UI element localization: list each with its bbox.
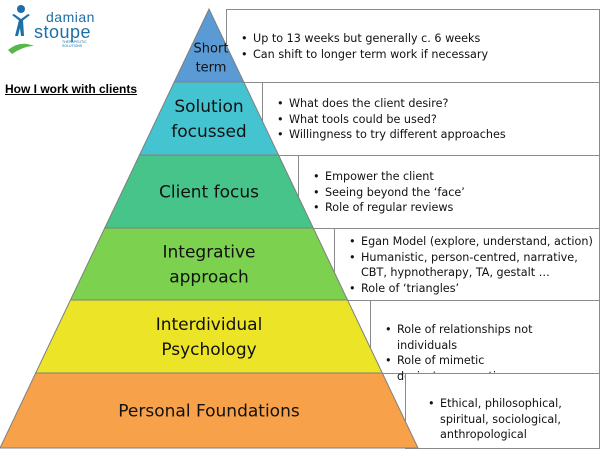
logo: damian stoupe THERAPEUTIC SOLUTIONS (6, 2, 96, 60)
tier-bullet-list: Up to 13 weeks but generally c. 6 weeksC… (227, 10, 599, 62)
tier-box: Empower the clientSeeing beyond the ‘fac… (298, 155, 600, 229)
tier-label: term (196, 60, 227, 75)
tier-label: Psychology (161, 340, 256, 360)
logo-figure-icon (8, 5, 34, 54)
page-heading: How I work with clients (5, 82, 138, 96)
tier-label: focussed (171, 122, 246, 142)
tier-label: approach (169, 267, 249, 287)
tier-bullet: Role of ‘triangles’ (349, 281, 593, 297)
tier-box: Up to 13 weeks but generally c. 6 weeksC… (226, 9, 600, 83)
tier-bullet: What does the client desire? (277, 96, 593, 112)
logo-tagline: THERAPEUTIC SOLUTIONS (62, 40, 87, 48)
tier-box: Ethical, philosophical, spiritual, socio… (405, 373, 600, 449)
tier-bullet: Egan Model (explore, understand, action) (349, 234, 593, 250)
tier-bullet: Empower the client (313, 169, 593, 185)
tier-bullet-list: What does the client desire?What tools c… (263, 83, 599, 143)
tier-label: Integrative (162, 243, 255, 263)
tier-bullet-list: Egan Model (explore, understand, action)… (335, 229, 599, 296)
tier-bullet-list: Ethical, philosophical, spiritual, socio… (406, 374, 599, 443)
tier-label: Interdividual (156, 315, 263, 335)
tier-bullet: Role of relationships not individuals (385, 322, 593, 353)
pyramid-tier (69, 227, 349, 301)
tier-bullet-list: Empower the clientSeeing beyond the ‘fac… (299, 156, 599, 216)
pyramid-tier (0, 372, 419, 449)
tier-bullet: Up to 13 weeks but generally c. 6 weeks (241, 31, 593, 47)
tier-bullet: What tools could be used? (277, 112, 593, 128)
pyramid-tier (138, 81, 280, 156)
tier-bullet: Seeing beyond the ‘face’ (313, 185, 593, 201)
tier-label: Personal Foundations (118, 401, 300, 421)
tier-bullet: Can shift to longer term work if necessa… (241, 47, 593, 63)
tier-bullet: Role of regular reviews (313, 200, 593, 216)
tier-label: Short (194, 42, 229, 57)
tier-bullet: Ethical, philosophical, spiritual, socio… (428, 396, 593, 443)
logo-text-top: damian (46, 9, 95, 25)
logo-text-bottom: stoupe (34, 22, 92, 42)
pyramid-tier (34, 299, 384, 374)
tier-bullet: Willingness to try different approaches (277, 127, 593, 143)
tier-box: Egan Model (explore, understand, action)… (334, 228, 600, 301)
tier-label: Client focus (159, 182, 259, 202)
tier-label: Solution (174, 97, 243, 117)
tier-bullet: Humanistic, person-centred, narrative, C… (349, 250, 593, 281)
tier-box: Role of relationships not individualsRol… (370, 300, 600, 383)
